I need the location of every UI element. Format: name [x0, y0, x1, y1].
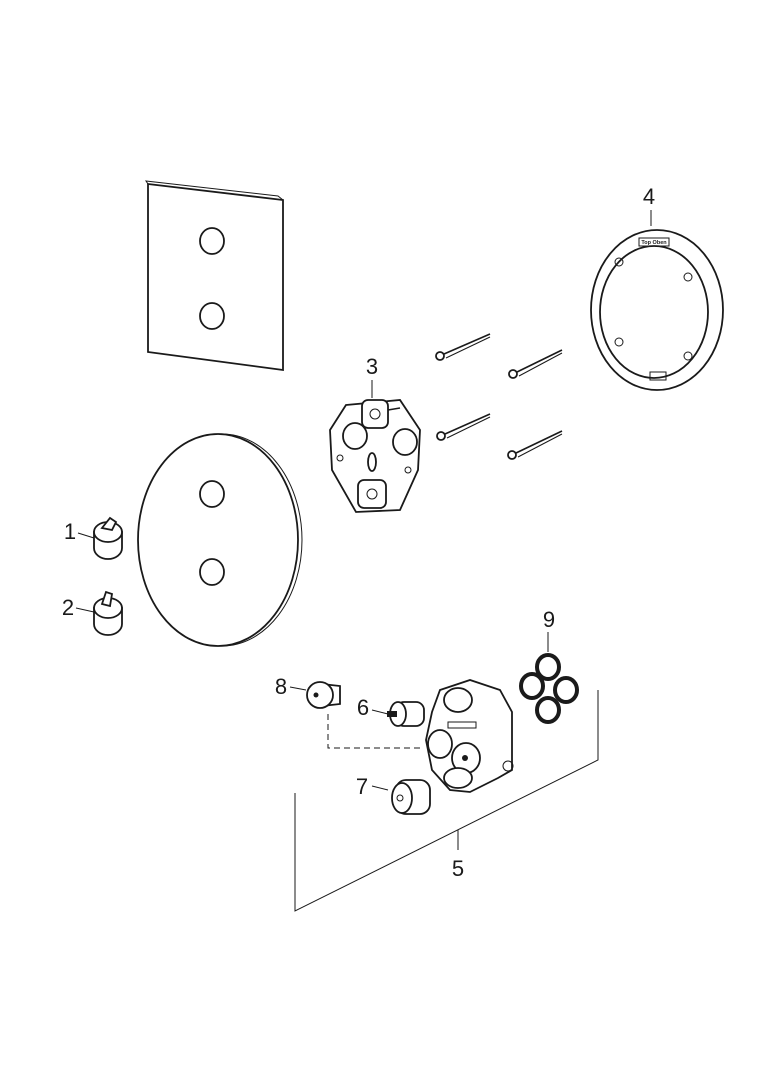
leader-2: [75, 607, 95, 613]
ring-marking: Top Oben: [641, 240, 667, 246]
round-cover-plate: [137, 433, 303, 647]
leader-6: [371, 709, 389, 715]
callout-7: 7: [356, 774, 368, 799]
callout-8: 8: [275, 674, 287, 699]
screw: [507, 430, 563, 460]
dashed-guide: [327, 714, 422, 749]
callout-1: 1: [64, 519, 76, 544]
callout-2: 2: [62, 595, 74, 620]
valve-body: [425, 679, 514, 793]
screws: [435, 333, 563, 460]
callout-6: 6: [357, 695, 369, 720]
cartridge-6: [387, 701, 425, 727]
cartridge-7: [391, 779, 431, 815]
knob-1: [93, 516, 123, 560]
mounting-ring: Top Oben: [590, 229, 724, 391]
square-cover-plate: [144, 180, 284, 372]
callout-3: 3: [366, 354, 378, 379]
screw: [508, 349, 563, 379]
cartridge-8: [306, 681, 341, 709]
group-bracket-5: [294, 690, 599, 912]
callout-5: 5: [452, 856, 464, 881]
callout-9: 9: [543, 607, 555, 632]
callout-4: 4: [643, 184, 655, 209]
screw: [435, 333, 491, 361]
leader-8: [289, 686, 307, 691]
mounting-bracket: [329, 399, 421, 513]
leader-1: [77, 532, 95, 539]
o-rings: [519, 653, 579, 724]
screw: [436, 413, 491, 441]
leader-7: [371, 785, 389, 791]
knob-2: [93, 590, 123, 636]
